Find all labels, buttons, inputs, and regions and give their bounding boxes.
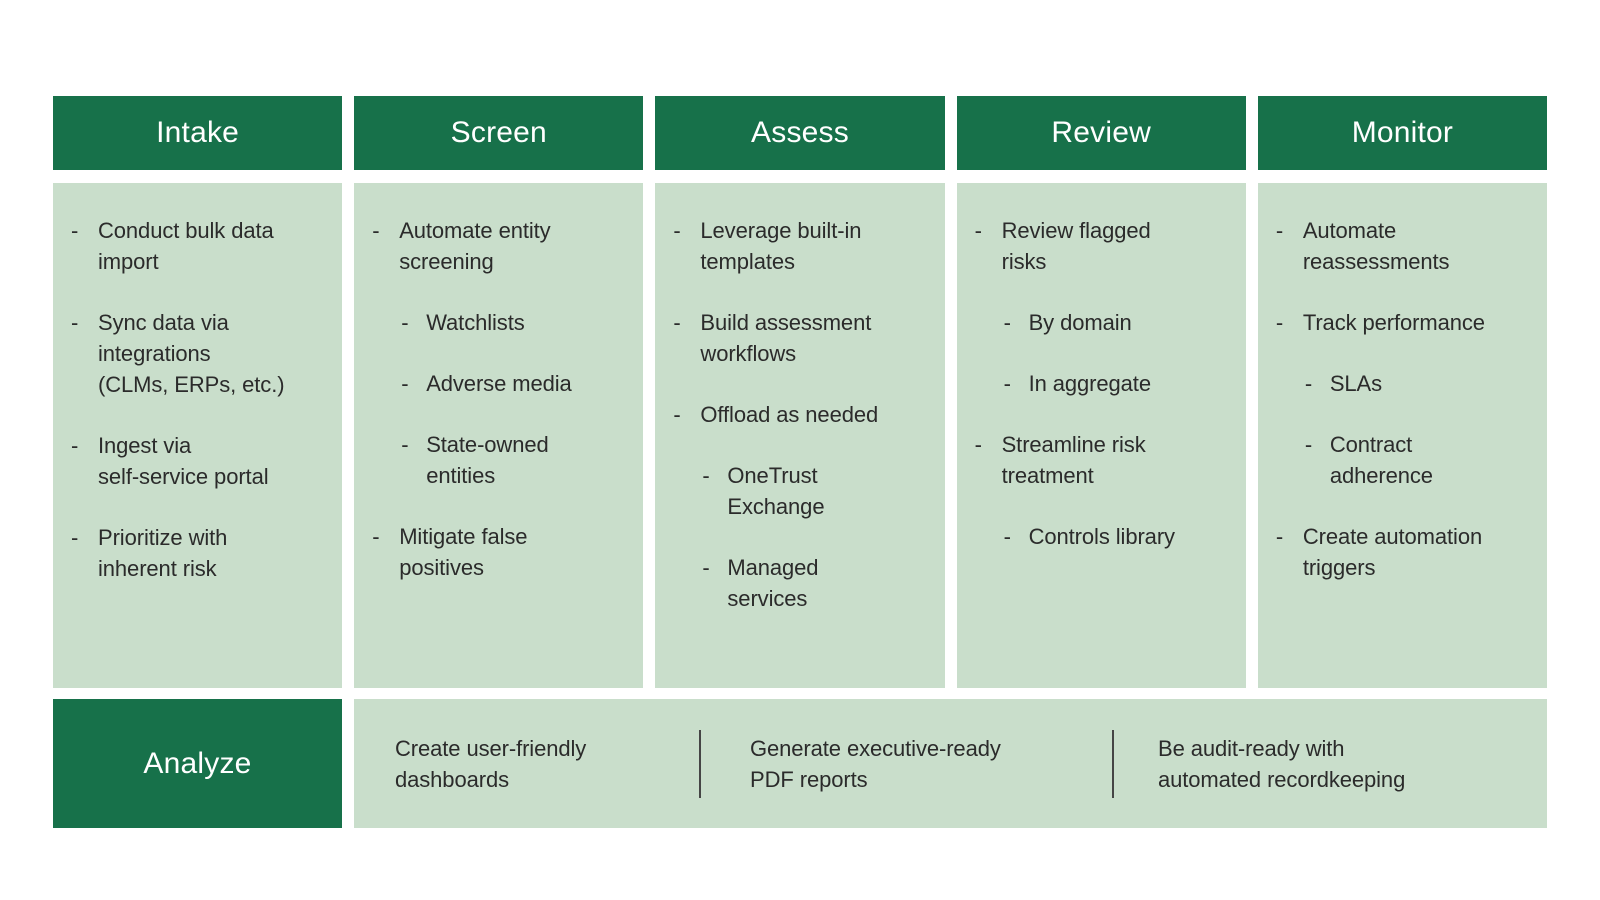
dash-bullet: -: [974, 432, 982, 457]
dash-bullet: -: [71, 310, 79, 335]
column-body-monitor: -Automate reassessments-Track performanc…: [1257, 183, 1548, 688]
column-review: Review-Review flagged risks-By domain-In…: [956, 96, 1246, 688]
list-item-text: In aggregate: [1028, 371, 1151, 396]
list-item-text: Automate entity screening: [399, 218, 551, 274]
dash-bullet: -: [401, 310, 409, 335]
list-item-text: Watchlists: [426, 310, 525, 335]
list-item-text: SLAs: [1329, 371, 1382, 396]
list-item-text: Build assessment workflows: [700, 310, 872, 366]
column-body-screen: -Automate entity screening-Watchlists-Ad…: [354, 183, 644, 688]
list-item: -Review flagged risks: [957, 215, 1238, 277]
list-item: -Mitigate false positives: [354, 521, 635, 583]
list-item: -Automate entity screening: [354, 215, 635, 277]
list-item: -State-owned entities: [354, 429, 635, 491]
dash-bullet: -: [673, 218, 681, 243]
column-header-intake: Intake: [53, 96, 343, 170]
list-item: -SLAs: [1258, 368, 1539, 399]
column-assess: Assess-Leverage built-in templates-Build…: [655, 96, 945, 688]
column-body-review: -Review flagged risks-By domain-In aggre…: [956, 183, 1246, 688]
dash-bullet: -: [372, 524, 380, 549]
list-item-text: Track performance: [1302, 310, 1485, 335]
list-item-text: Adverse media: [426, 371, 572, 396]
column-header-review: Review: [956, 96, 1246, 170]
list-item: -Ingest via self-service portal: [53, 430, 334, 492]
list-item: -Leverage built-in templates: [655, 215, 936, 277]
list-item-text: Automate reassessments: [1302, 218, 1450, 274]
list-item: -By domain: [957, 307, 1238, 338]
dash-bullet: -: [372, 218, 380, 243]
list-item-text: Create automation triggers: [1302, 524, 1483, 580]
dash-bullet: -: [974, 218, 982, 243]
diagram-layout: Intake-Conduct bulk data import-Sync dat…: [53, 96, 1548, 828]
list-item: -Track performance: [1258, 307, 1539, 338]
dash-bullet: -: [1304, 432, 1313, 457]
list-item-text: Ingest via self-service portal: [98, 433, 269, 489]
column-monitor: Monitor-Automate reassessments-Track per…: [1257, 96, 1548, 688]
list-item: -Watchlists: [354, 307, 635, 338]
list-item: -Controls library: [957, 521, 1238, 552]
column-header-monitor: Monitor: [1257, 96, 1548, 170]
summary-section: Generate executive-ready PDF reports: [750, 735, 1001, 792]
list-item-text: Controls library: [1028, 524, 1175, 549]
dash-bullet: -: [1275, 218, 1284, 243]
dash-bullet: -: [702, 463, 710, 488]
list-item-text: Review flagged risks: [1001, 218, 1151, 274]
dash-bullet: -: [1003, 310, 1011, 335]
column-body-intake: -Conduct bulk data import-Sync data via …: [53, 183, 343, 688]
list-item: -Adverse media: [354, 368, 635, 399]
list-item: -Automate reassessments: [1258, 215, 1539, 277]
list-item: -In aggregate: [957, 368, 1238, 399]
dash-bullet: -: [673, 310, 681, 335]
dash-bullet: -: [401, 371, 409, 396]
list-item: -Offload as needed: [655, 399, 936, 430]
dash-bullet: -: [1003, 371, 1011, 396]
dash-bullet: -: [673, 402, 681, 427]
dash-bullet: -: [401, 432, 409, 457]
list-item-text: Managed services: [727, 555, 819, 611]
list-item: -Sync data via integrations (CLMs, ERPs,…: [53, 307, 334, 400]
list-item: -Contract adherence: [1258, 429, 1539, 491]
dash-bullet: -: [1275, 310, 1284, 335]
summary-section: Create user-friendly dashboards: [395, 735, 587, 792]
list-item: -Build assessment workflows: [655, 307, 936, 369]
list-item-text: Conduct bulk data import: [98, 218, 274, 274]
dash-bullet: -: [71, 218, 79, 243]
list-item-text: Leverage built-in templates: [700, 218, 862, 274]
list-item: -Prioritize with inherent risk: [53, 522, 334, 584]
column-body-assess: -Leverage built-in templates-Build asses…: [655, 183, 945, 688]
list-item: -OneTrust Exchange: [655, 460, 936, 522]
summary-divider: [1112, 729, 1114, 798]
list-item-text: Mitigate false positives: [399, 524, 528, 580]
summary-divider: [699, 729, 701, 798]
list-item-text: By domain: [1028, 310, 1132, 335]
analyze-header: Analyze: [53, 699, 342, 828]
list-item: -Streamline risk treatment: [957, 429, 1238, 491]
list-item-text: Prioritize with inherent risk: [98, 525, 228, 581]
analyze-row: Analyze Create user-friendly dashboards G…: [53, 699, 1547, 828]
summary-section: Be audit-ready with automated recordkeep…: [1158, 735, 1406, 792]
list-item-text: Offload as needed: [700, 402, 879, 427]
list-item-text: Sync data via integrations (CLMs, ERPs, …: [98, 310, 285, 397]
column-screen: Screen-Automate entity screening-Watchli…: [354, 96, 644, 688]
dash-bullet: -: [1003, 524, 1011, 549]
list-item: -Managed services: [655, 552, 936, 614]
list-item-text: OneTrust Exchange: [727, 463, 825, 519]
pipeline-columns: Intake-Conduct bulk data import-Sync dat…: [53, 96, 1548, 688]
dash-bullet: -: [71, 525, 79, 550]
dash-bullet: -: [1304, 371, 1313, 396]
list-item-text: State-owned entities: [426, 432, 549, 488]
list-item: -Create automation triggers: [1258, 521, 1539, 583]
column-intake: Intake-Conduct bulk data import-Sync dat…: [53, 96, 343, 688]
list-item-text: Streamline risk treatment: [1001, 432, 1146, 488]
dash-bullet: -: [71, 433, 79, 458]
list-item-text: Contract adherence: [1329, 432, 1433, 488]
column-header-assess: Assess: [655, 96, 945, 170]
dash-bullet: -: [1275, 524, 1284, 549]
list-item: -Conduct bulk data import: [53, 215, 334, 277]
column-header-screen: Screen: [354, 96, 644, 170]
dash-bullet: -: [702, 555, 710, 580]
analyze-summary: Create user-friendly dashboards Generate …: [354, 699, 1547, 828]
